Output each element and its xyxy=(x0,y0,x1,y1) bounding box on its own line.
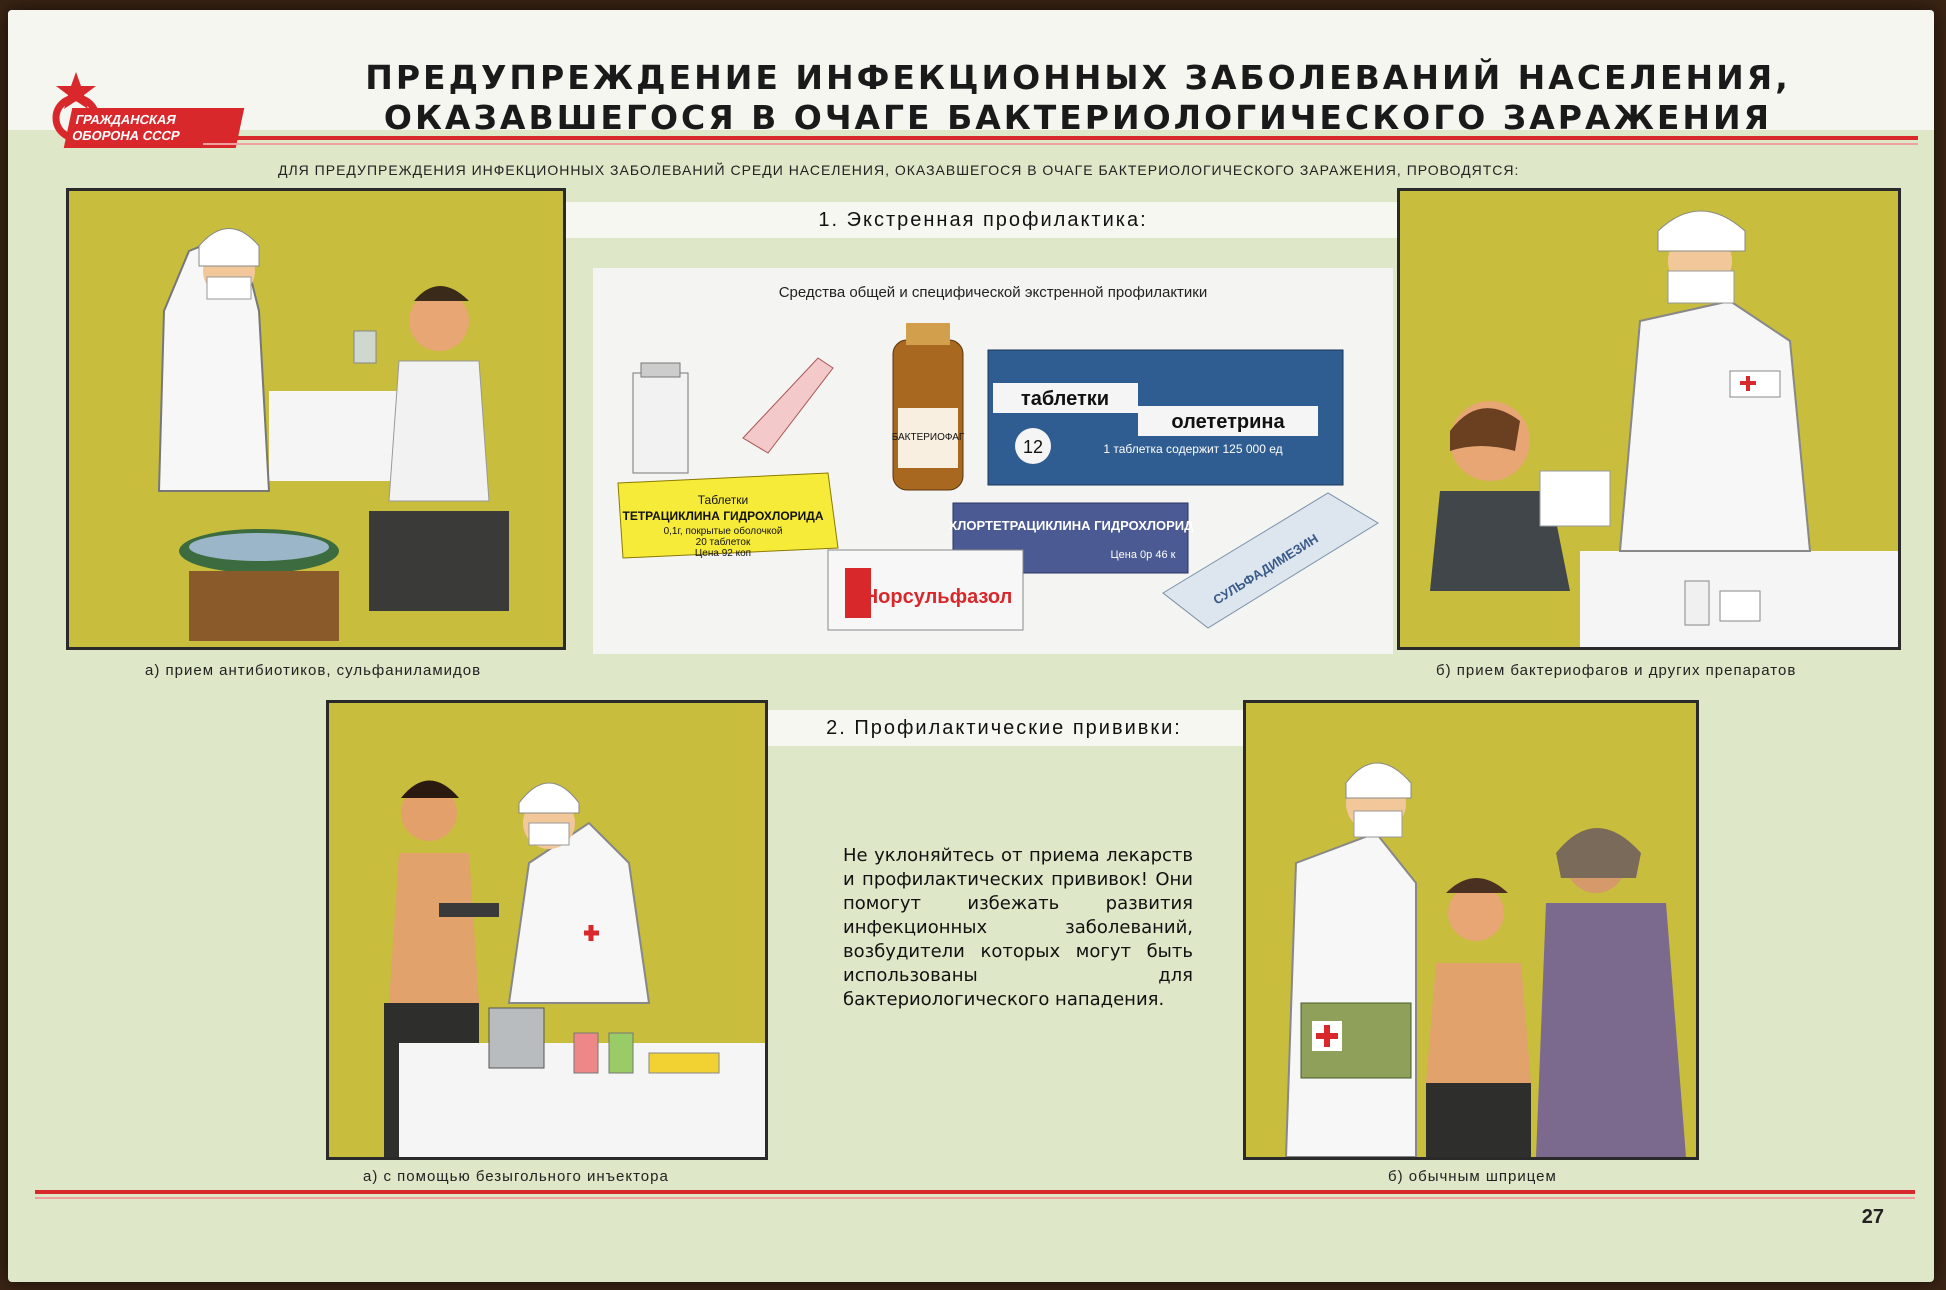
subtitle: ДЛЯ ПРЕДУПРЕЖДЕНИЯ ИНФЕКЦИОННЫХ ЗАБОЛЕВА… xyxy=(278,162,1520,178)
illustration-antibiotics xyxy=(66,188,566,650)
illustration-injector xyxy=(326,700,768,1160)
footer-rule xyxy=(35,1190,1915,1194)
chlortetracycline-label: ХЛОРТЕТРАЦИКЛИНА ГИДРОХЛОРИД xyxy=(949,518,1195,533)
tetracycline-label-5: Цена 92 коп xyxy=(695,548,751,559)
syringe-illustration xyxy=(1246,703,1696,1157)
injector-illustration xyxy=(329,703,765,1157)
nurse-child-illustration xyxy=(1400,191,1898,647)
caption-syringe: б) обычным шприцем xyxy=(1388,1168,1557,1185)
illustration-syringe xyxy=(1243,700,1699,1160)
footer-rule-thin xyxy=(35,1197,1915,1199)
tetracycline-label-1: Таблетки xyxy=(698,493,749,507)
logo-text: ГРАЖДАНСКАЯ ОБОРОНА СССР xyxy=(63,108,245,148)
illustration-bacteriophage xyxy=(1397,188,1901,650)
header-rule xyxy=(203,136,1918,140)
caption-antibiotics: а) прием антибиотиков, сульфаниламидов xyxy=(145,662,482,679)
section2-heading: 2. Профилактические прививки: xyxy=(664,710,1344,746)
header-rule-thin xyxy=(203,143,1918,145)
oletetrin-label-1: таблетки xyxy=(1021,388,1109,410)
page-number: 27 xyxy=(1861,1206,1884,1228)
caption-bacteriophage: б) прием бактериофагов и других препарат… xyxy=(1436,662,1797,679)
bacteriophage-label: БАКТЕРИОФАГ xyxy=(892,432,965,443)
medications-box: Средства общей и специфической экстренно… xyxy=(593,268,1393,654)
section1-heading: 1. Экстренная профилактика: xyxy=(528,202,1438,238)
norsulfazol-label: Норсульфазол xyxy=(864,586,1013,608)
title-line2: ОКАЗАВШЕГОСЯ В ОЧАГЕ БАКТЕРИОЛОГИЧЕСКОГО… xyxy=(383,98,1773,137)
medications-illustration: БАКТЕРИОФАГ Таблетки ТЕТРАЦИКЛИНА ГИДРОХ… xyxy=(617,323,1379,631)
advice-text: Не уклоняйтесь от приема лекарств и проф… xyxy=(843,845,1193,1010)
tetracycline-label-2: ТЕТРАЦИКЛИНА ГИДРОХЛОРИДА xyxy=(622,509,823,523)
poster: ГРАЖДАНСКАЯ ОБОРОНА СССР ПРЕДУПРЕЖДЕНИЕ … xyxy=(8,10,1934,1282)
nurse-patient-illustration xyxy=(69,191,563,647)
chlortetracycline-price: Цена 0р 46 к xyxy=(1111,549,1176,561)
tetracycline-label-3: 0,1г, покрытые оболочкой xyxy=(664,525,783,537)
header-band xyxy=(8,10,1934,130)
civil-defense-logo: ГРАЖДАНСКАЯ ОБОРОНА СССР xyxy=(38,70,245,148)
medications-caption: Средства общей и специфической экстренно… xyxy=(778,284,1208,301)
oletetrin-label-2: олететрина xyxy=(1171,411,1285,433)
page-title: ПРЕДУПРЕЖДЕНИЕ ИНФЕКЦИОННЫХ ЗАБОЛЕВАНИЙ … xyxy=(248,58,1908,138)
oletetrin-count: 12 xyxy=(1023,437,1043,457)
tetracycline-label-4: 20 таблеток xyxy=(696,536,751,548)
oletetrin-dose: 1 таблетка содержит 125 000 ед xyxy=(1103,442,1282,456)
caption-injector: а) с помощью безыгольного инъектора xyxy=(363,1168,669,1185)
logo-line1: ГРАЖДАНСКАЯ xyxy=(74,112,178,127)
title-line1: ПРЕДУПРЕЖДЕНИЕ ИНФЕКЦИОННЫХ ЗАБОЛЕВАНИЙ … xyxy=(365,58,1791,97)
